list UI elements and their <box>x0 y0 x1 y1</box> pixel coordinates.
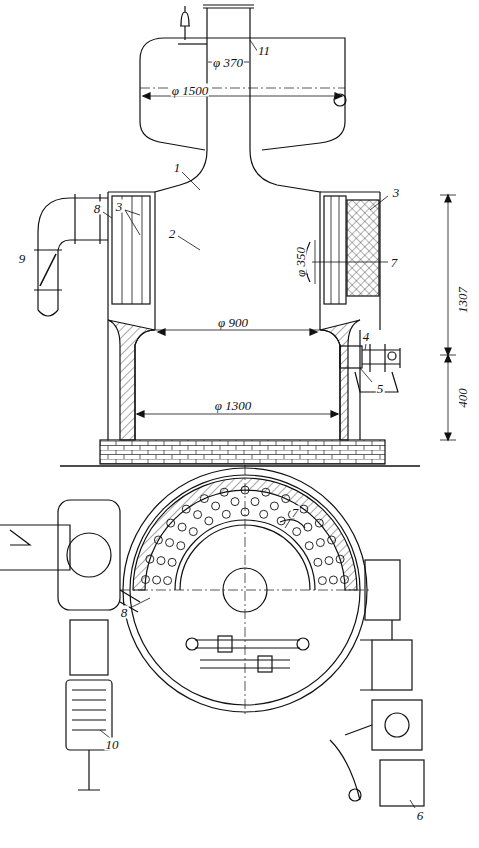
callout-number: 10 <box>105 738 120 751</box>
dimension: φ 370 <box>212 56 244 69</box>
callout-number: 8 <box>120 606 129 619</box>
callout-number: 7 <box>291 506 300 519</box>
callout-number: 8 <box>93 202 102 215</box>
dimension: φ 1500 <box>171 84 209 97</box>
dimension: φ 900 <box>217 316 249 329</box>
dimension: 1307 <box>456 286 469 314</box>
callout-number: 2 <box>168 227 177 240</box>
dimension: 400 <box>456 387 469 409</box>
callout-number: 7 <box>390 256 399 269</box>
callout-number: 11 <box>257 44 271 57</box>
dimension: φ 1300 <box>214 399 252 412</box>
callout-number: 1 <box>173 161 182 174</box>
callout-number: 5 <box>376 382 385 395</box>
callout-number: 4 <box>362 330 371 343</box>
callout-number: 3 <box>115 200 124 213</box>
callout-number: 9 <box>18 252 27 265</box>
dimension: φ 350 <box>294 246 307 278</box>
callout-number: 3 <box>392 186 401 199</box>
callout-number: 6 <box>416 809 425 822</box>
